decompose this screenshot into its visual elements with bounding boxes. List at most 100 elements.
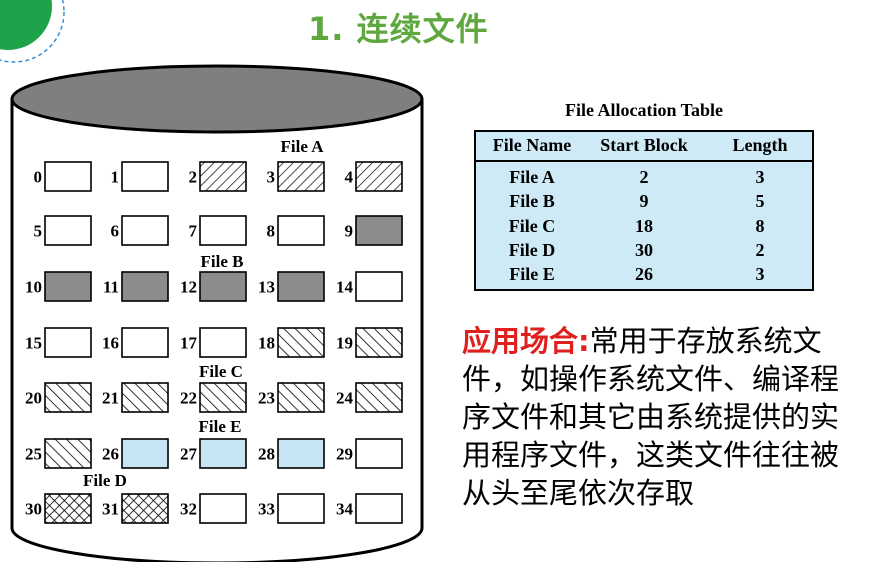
file-label: File B <box>201 252 244 271</box>
block-box <box>199 438 247 469</box>
block-number: 33 <box>258 500 275 519</box>
disk-block: 4 <box>345 161 403 192</box>
disk-block: 15 <box>25 327 92 358</box>
block-number: 27 <box>180 445 198 464</box>
disk-block: 5 <box>34 215 92 246</box>
block-box <box>355 327 403 358</box>
block-box <box>44 438 92 469</box>
block-number: 24 <box>336 389 354 408</box>
fat-column-header: Start Block <box>600 135 688 155</box>
fat-cell: 3 <box>755 264 765 284</box>
block-box <box>44 493 92 524</box>
block-box <box>199 493 247 524</box>
fat-column-header: Length <box>732 135 788 155</box>
usage-description: 应用场合:常用于存放系统文件，如操作系统文件、编译程序文件和其它由系统提供的实用… <box>462 322 867 512</box>
file-label: File D <box>83 471 127 490</box>
block-box <box>44 271 92 302</box>
disk-block: 32 <box>180 493 247 524</box>
disk-block: 1 <box>111 161 169 192</box>
block-box <box>277 327 325 358</box>
block-number: 11 <box>103 278 119 297</box>
disk-block: 7 <box>189 215 247 246</box>
block-number: 16 <box>102 334 119 353</box>
block-box <box>121 438 169 469</box>
fat-cell: 5 <box>755 191 765 211</box>
block-number: 23 <box>258 389 275 408</box>
fat-column-header: File Name <box>492 135 572 155</box>
fat-cell: File E <box>509 264 555 284</box>
disk-block: 26 <box>102 438 169 469</box>
block-box <box>121 382 169 413</box>
block-number: 21 <box>102 389 119 408</box>
block-number: 19 <box>336 334 353 353</box>
logo-corner-icon <box>0 0 65 63</box>
disk-block: 18 <box>258 327 325 358</box>
block-number: 12 <box>180 278 197 297</box>
block-box <box>121 161 169 192</box>
block-box <box>355 493 403 524</box>
block-number: 3 <box>267 168 276 187</box>
block-number: 4 <box>345 168 354 187</box>
disk-block: 10 <box>25 271 92 302</box>
block-box <box>277 215 325 246</box>
block-number: 0 <box>34 168 43 187</box>
fat-cell: 30 <box>635 240 653 260</box>
disk-block: 27 <box>180 438 247 469</box>
block-box <box>355 438 403 469</box>
block-number: 20 <box>25 389 42 408</box>
block-number: 7 <box>189 222 198 241</box>
fat-cell: File D <box>508 240 556 260</box>
disk-block: 11 <box>103 271 169 302</box>
block-box <box>44 161 92 192</box>
block-number: 32 <box>180 500 197 519</box>
block-number: 1 <box>111 168 120 187</box>
disk-block: 17 <box>180 327 247 358</box>
block-number: 15 <box>25 334 42 353</box>
fat-cell: 8 <box>755 216 765 236</box>
block-box <box>277 382 325 413</box>
file-label: File E <box>199 417 242 436</box>
block-number: 13 <box>258 278 275 297</box>
block-number: 2 <box>189 168 198 187</box>
block-box <box>355 161 403 192</box>
disk-block: 13 <box>258 271 325 302</box>
block-box <box>44 327 92 358</box>
block-number: 28 <box>258 445 275 464</box>
block-number: 25 <box>25 445 42 464</box>
fat-cell: 2 <box>755 240 765 260</box>
fat-cell: 3 <box>755 167 765 187</box>
disk-block: 6 <box>111 215 169 246</box>
block-box <box>277 161 325 192</box>
block-number: 5 <box>34 222 43 241</box>
fat-cell: 9 <box>639 191 649 211</box>
block-box <box>44 382 92 413</box>
block-number: 22 <box>180 389 197 408</box>
disk-block: 8 <box>267 215 325 246</box>
block-number: 17 <box>180 334 198 353</box>
disk-block: 14 <box>336 271 403 302</box>
disk-block: 3 <box>267 161 325 192</box>
block-number: 31 <box>102 500 119 519</box>
disk-block: 28 <box>258 438 325 469</box>
page-title: 1. 连续文件 <box>308 10 489 48</box>
disk-block: 16 <box>102 327 169 358</box>
block-box <box>121 215 169 246</box>
block-box <box>199 215 247 246</box>
block-number: 29 <box>336 445 353 464</box>
block-box <box>277 493 325 524</box>
block-box <box>355 382 403 413</box>
disk-block: 30 <box>25 493 92 524</box>
block-number: 14 <box>336 278 354 297</box>
file-label: File A <box>281 137 325 156</box>
block-number: 26 <box>102 445 119 464</box>
block-number: 8 <box>267 222 276 241</box>
disk-cylinder <box>10 64 424 562</box>
disk-block: 12 <box>180 271 247 302</box>
disk-block: 9 <box>345 215 403 246</box>
block-number: 30 <box>25 500 42 519</box>
fat-cell: File A <box>509 167 555 187</box>
disk-block: 24 <box>336 382 403 413</box>
fat-cell: File B <box>509 191 555 211</box>
